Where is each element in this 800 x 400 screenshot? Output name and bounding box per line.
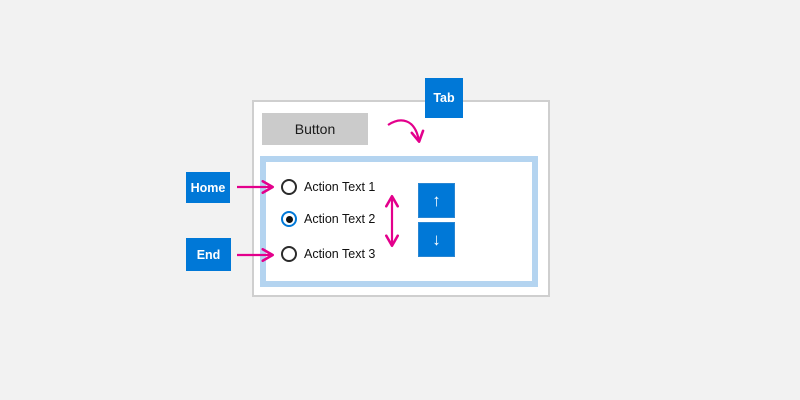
- radio-label: Action Text 3: [304, 247, 376, 261]
- tab-key-badge: Tab: [425, 78, 463, 118]
- radio-label: Action Text 2: [304, 212, 376, 226]
- radio-label: Action Text 1: [304, 180, 376, 194]
- radio-unselected-icon: [281, 246, 297, 262]
- up-arrow-icon: ↑: [432, 191, 441, 210]
- down-arrow-icon: ↓: [432, 230, 441, 249]
- home-key-badge: Home: [186, 172, 230, 203]
- down-arrow-button[interactable]: ↓: [418, 222, 455, 257]
- radio-dot: [285, 215, 293, 223]
- radio-option-3[interactable]: Action Text 3: [281, 246, 375, 262]
- radio-selected-icon: [281, 211, 297, 227]
- radio-unselected-icon: [281, 179, 297, 195]
- button-control[interactable]: Button: [262, 113, 368, 145]
- end-key-badge: End: [186, 238, 231, 271]
- up-arrow-button[interactable]: ↑: [418, 183, 455, 218]
- radio-option-2[interactable]: Action Text 2: [281, 211, 375, 227]
- radio-option-1[interactable]: Action Text 1: [281, 179, 375, 195]
